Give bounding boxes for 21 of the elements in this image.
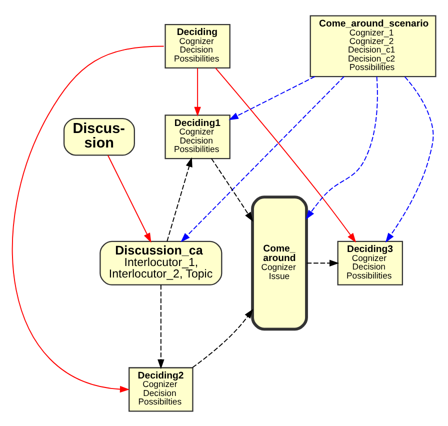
arrow: [107, 154, 152, 242]
arrow: [12, 45, 164, 392]
arrow: [228, 76, 316, 120]
node-box: Discus- sion: [63, 117, 135, 156]
node-box: Come_around_scenario Cognizer_1 Cognizer_2 Decision_c1 Decision_c2 Possibilities: [310, 14, 436, 77]
arrow: [306, 259, 340, 266]
arrow: [194, 67, 201, 116]
arrow: [192, 308, 254, 368]
arrow: [158, 284, 164, 369]
node-box: Discussion_ca Interlocutor_1, Interlocutor_2, Topic: [100, 240, 222, 285]
arrow: [306, 76, 378, 220]
arrow: [180, 76, 344, 242]
arrow: [385, 76, 434, 242]
node-box: Come_ around Cognizer Issue: [251, 195, 308, 330]
node-box: Deciding3 Cognizer Decision Possibilities: [337, 240, 404, 285]
arrow: [166, 156, 192, 242]
node-box: Deciding Cognizer Decision Possibilities: [164, 23, 230, 68]
node-box: Deciding1 Cognizer Decision Possibilities: [164, 114, 230, 159]
arrow: [211, 158, 254, 222]
arrow: [214, 67, 356, 242]
node-box: Deciding2 Cognizer Decision Possibilties: [128, 366, 194, 412]
